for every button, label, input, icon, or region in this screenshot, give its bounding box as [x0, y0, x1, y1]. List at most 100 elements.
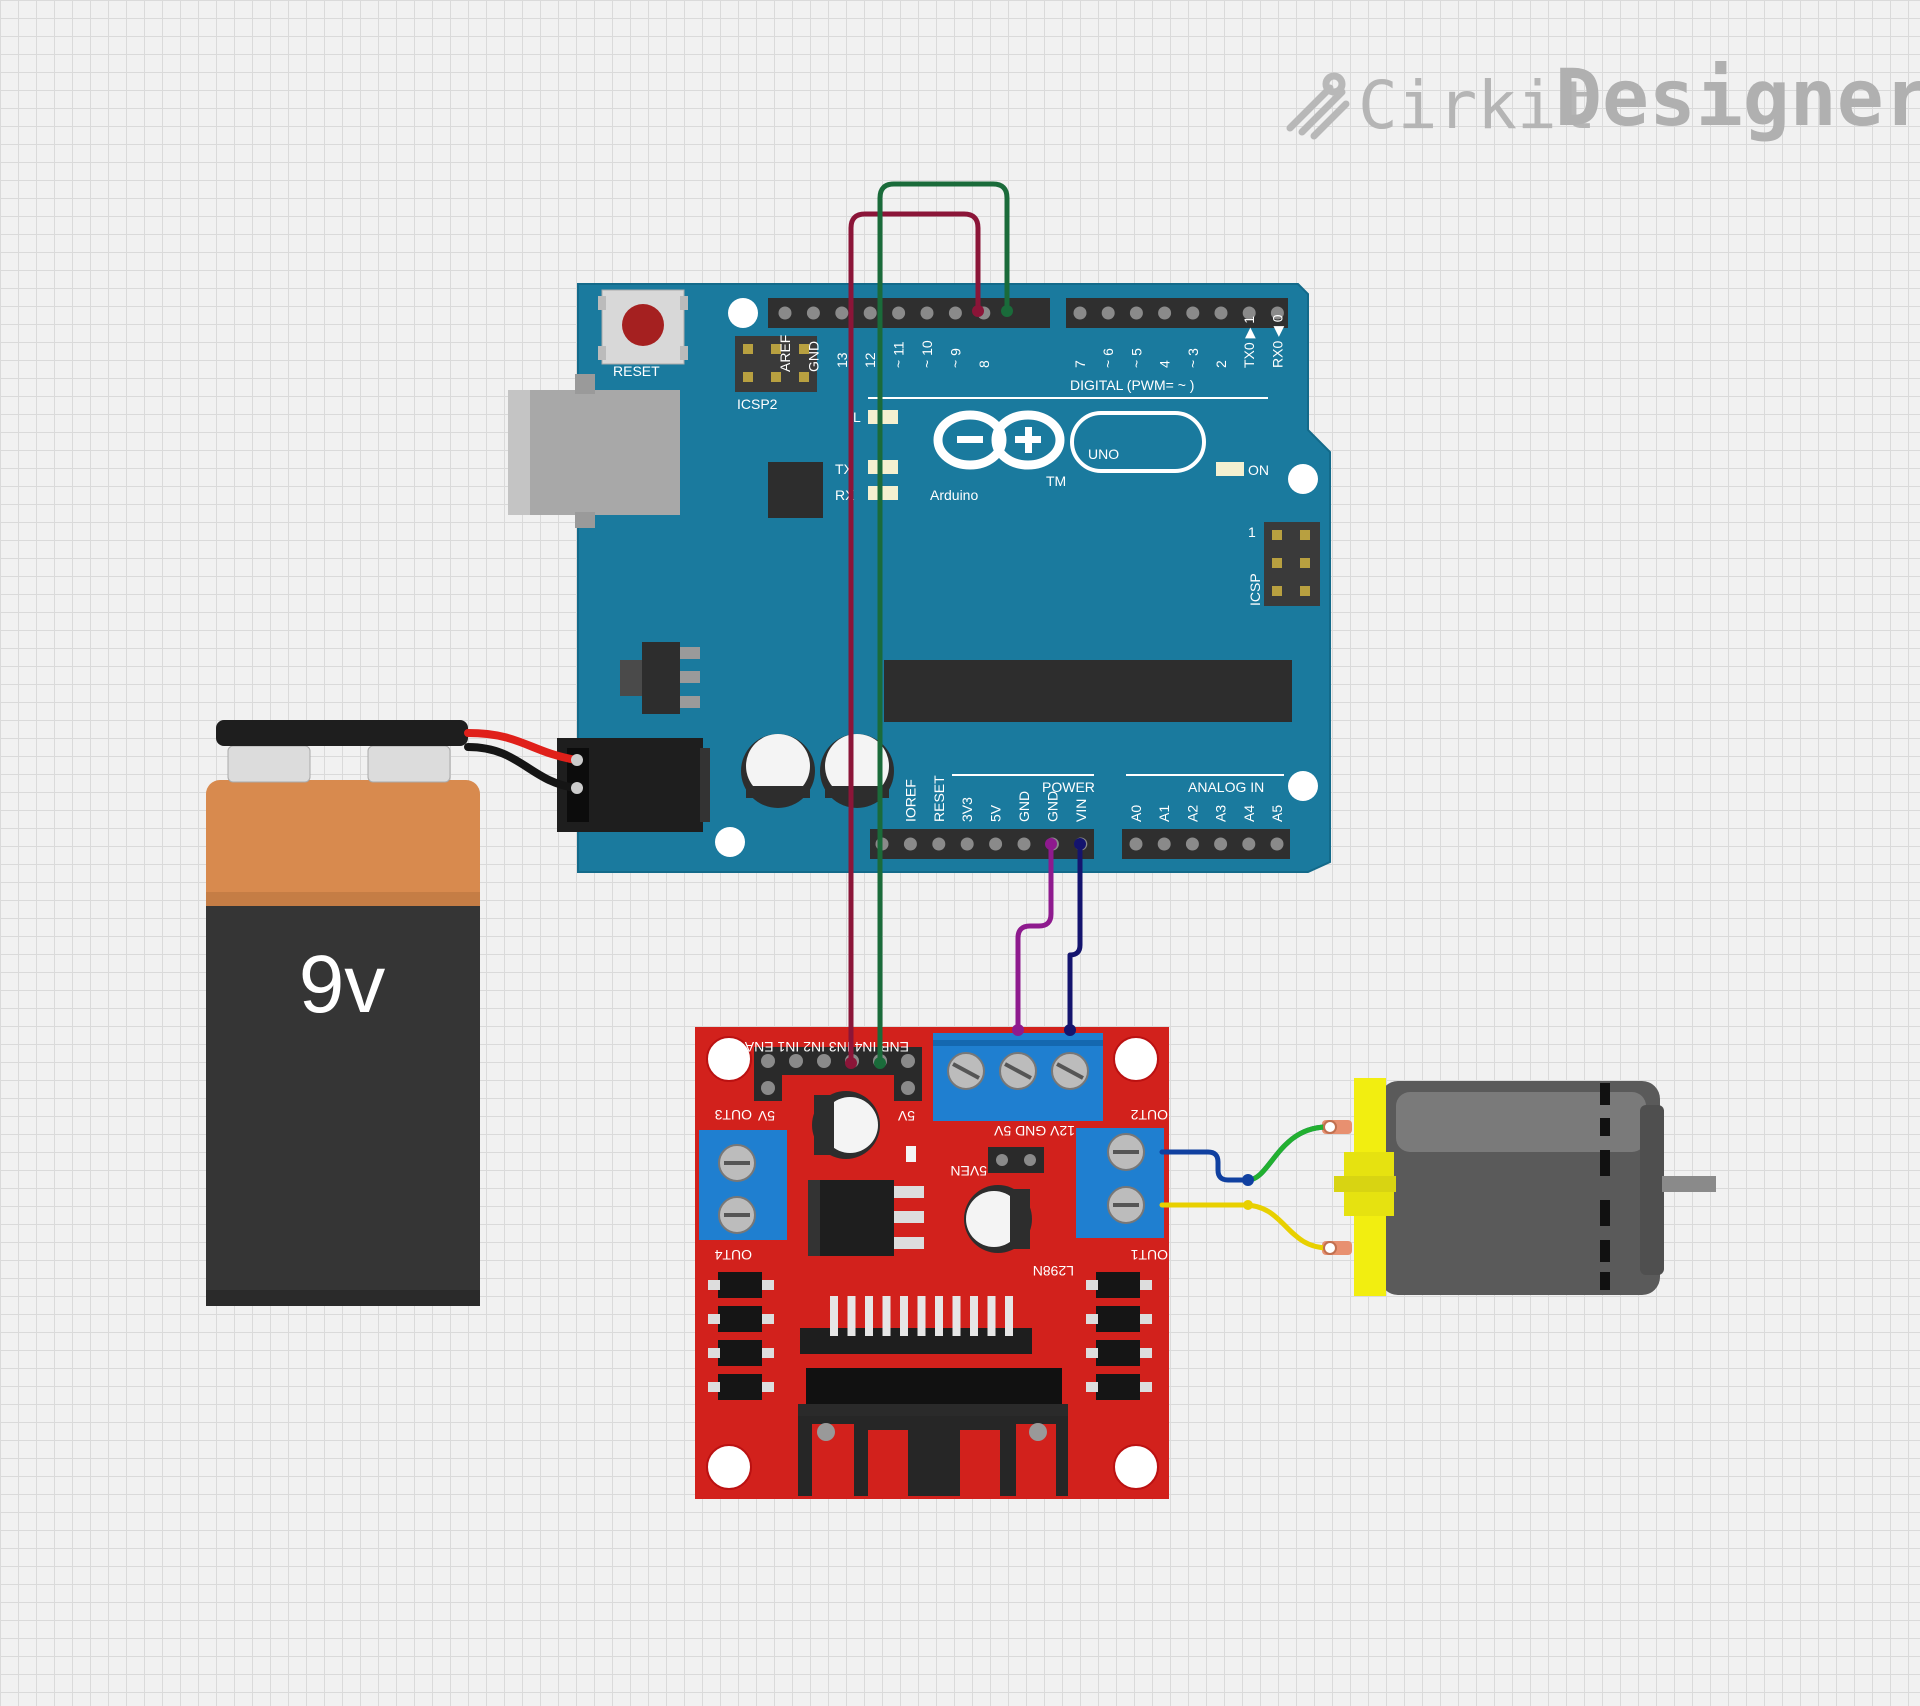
header-pin[interactable] — [1185, 837, 1199, 851]
battery-label: 9v — [299, 939, 386, 1030]
power-pin-label: IOREF — [902, 779, 918, 822]
wire-pin9-in2[interactable] — [877, 181, 1010, 1066]
reset-button[interactable] — [598, 289, 688, 365]
wire-battery-black[interactable] — [464, 743, 580, 792]
chip-pin — [882, 1296, 891, 1336]
driver-header-pin[interactable] — [901, 1054, 915, 1068]
mount-hole — [1288, 771, 1318, 801]
header-pin[interactable] — [1214, 837, 1228, 851]
digital-pin-label: 8 — [976, 360, 992, 368]
power-pin-label: 5V — [988, 804, 1004, 822]
driver-header-pin[interactable] — [817, 1054, 831, 1068]
driver-header-label: ENB IN4 IN3 IN2 IN1 ENA — [744, 1039, 909, 1055]
mount-hole — [1288, 464, 1318, 494]
diode — [1086, 1272, 1152, 1298]
output-terminal-left — [699, 1130, 787, 1240]
header-pin[interactable] — [1129, 837, 1143, 851]
driver-control-header — [754, 1047, 922, 1101]
wire-gnd-gnd[interactable] — [1015, 841, 1054, 1033]
power-header — [870, 829, 1094, 859]
usb-port — [508, 374, 680, 528]
header-pin[interactable] — [989, 837, 1003, 851]
header-pin[interactable] — [920, 306, 934, 320]
chip-pin — [830, 1296, 838, 1336]
header-pin[interactable] — [948, 306, 962, 320]
digital-pin-label: 4 — [1157, 360, 1173, 368]
header-pin[interactable] — [1270, 837, 1284, 851]
digital-pin-label: AREF — [777, 335, 793, 372]
wire-vin-12v[interactable] — [1067, 841, 1083, 1033]
digital-pin-label: ~ 3 — [1185, 348, 1201, 368]
mount-hole — [1113, 1036, 1159, 1082]
analog-label: ANALOG IN — [1188, 779, 1264, 795]
arduino-logo-text: Arduino — [930, 487, 978, 503]
header-pin[interactable] — [1186, 306, 1200, 320]
header-pin[interactable] — [1242, 837, 1256, 851]
driver-header-pin[interactable] — [761, 1081, 775, 1095]
header-pin[interactable] — [903, 837, 917, 851]
arduino-infinity-logo-icon — [933, 410, 1065, 470]
driver-header-pin[interactable] — [761, 1054, 775, 1068]
uno-label: UNO — [1088, 446, 1119, 462]
wire-pin10-in1[interactable] — [848, 211, 981, 1066]
battery-snap-connector — [216, 720, 468, 746]
reset-label: RESET — [613, 363, 660, 379]
header-pin[interactable] — [960, 837, 974, 851]
digital-pin-label: GND — [805, 341, 821, 372]
mount-hole — [728, 298, 758, 328]
diode — [708, 1374, 774, 1400]
header-pin[interactable] — [778, 306, 792, 320]
analog-pin-label: A0 — [1128, 805, 1144, 822]
header-pin[interactable] — [1017, 837, 1031, 851]
header-pin[interactable] — [863, 306, 877, 320]
wire-out1-motor-b[interactable] — [1159, 1202, 1333, 1251]
header-pin[interactable] — [835, 306, 849, 320]
led-tx — [868, 460, 898, 474]
chip-pin — [987, 1296, 996, 1336]
diode — [1086, 1374, 1152, 1400]
header-pin[interactable] — [1214, 306, 1228, 320]
atmega-chip — [884, 660, 1292, 722]
battery-terminal — [367, 745, 451, 783]
power-label: POWER — [1042, 779, 1095, 795]
l298n-driver-board[interactable]: ENB IN4 IN3 IN2 IN1 ENA 5V 5V 12V GND 5V… — [695, 1027, 1169, 1499]
driver-header-pin[interactable] — [901, 1081, 915, 1095]
mount-hole — [715, 827, 745, 857]
digital-pin-label: ~ 10 — [919, 340, 935, 368]
capacitor — [741, 734, 815, 808]
digital-pin-label: TX0 ▶ 1 — [1241, 316, 1257, 368]
driver-5v-label-b: 5V — [897, 1108, 915, 1124]
header-pin[interactable] — [1158, 306, 1172, 320]
battery-9v[interactable] — [206, 720, 480, 1306]
header-pin[interactable] — [1157, 837, 1171, 851]
header-pin[interactable] — [806, 306, 820, 320]
header-pin[interactable] — [892, 306, 906, 320]
battery-terminal — [227, 745, 311, 783]
power-pin-label: RESET — [931, 775, 947, 822]
analog-header — [1122, 829, 1290, 859]
header-pin[interactable] — [1101, 306, 1115, 320]
chip-label: L298N — [1033, 1263, 1074, 1279]
driver-capacitor — [812, 1091, 880, 1159]
dc-motor[interactable] — [1322, 1078, 1716, 1296]
header-pin[interactable] — [1242, 306, 1256, 320]
analog-pin-label: A4 — [1241, 805, 1257, 822]
5ven-label: 5VEN — [950, 1163, 987, 1179]
driver-header-pin[interactable] — [789, 1054, 803, 1068]
digital-pin-label: ~ 11 — [891, 341, 907, 368]
digital-pin-label: ~ 6 — [1100, 348, 1116, 368]
header-pin[interactable] — [932, 837, 946, 851]
led-l — [868, 410, 898, 424]
uno-badge — [1070, 411, 1206, 473]
analog-pin-label: A1 — [1156, 805, 1172, 822]
header-pin[interactable] — [1270, 306, 1284, 320]
wire-battery-red[interactable] — [464, 729, 580, 764]
wire-motor-green[interactable] — [1245, 1124, 1329, 1183]
power-pin-label: VIN — [1073, 799, 1089, 822]
brand-designer: Designer — [1555, 54, 1920, 144]
digital-pin-label: ~ 5 — [1128, 348, 1144, 368]
header-pin[interactable] — [1073, 306, 1087, 320]
header-pin[interactable] — [1129, 306, 1143, 320]
out3-label: OUT3 — [714, 1107, 752, 1123]
